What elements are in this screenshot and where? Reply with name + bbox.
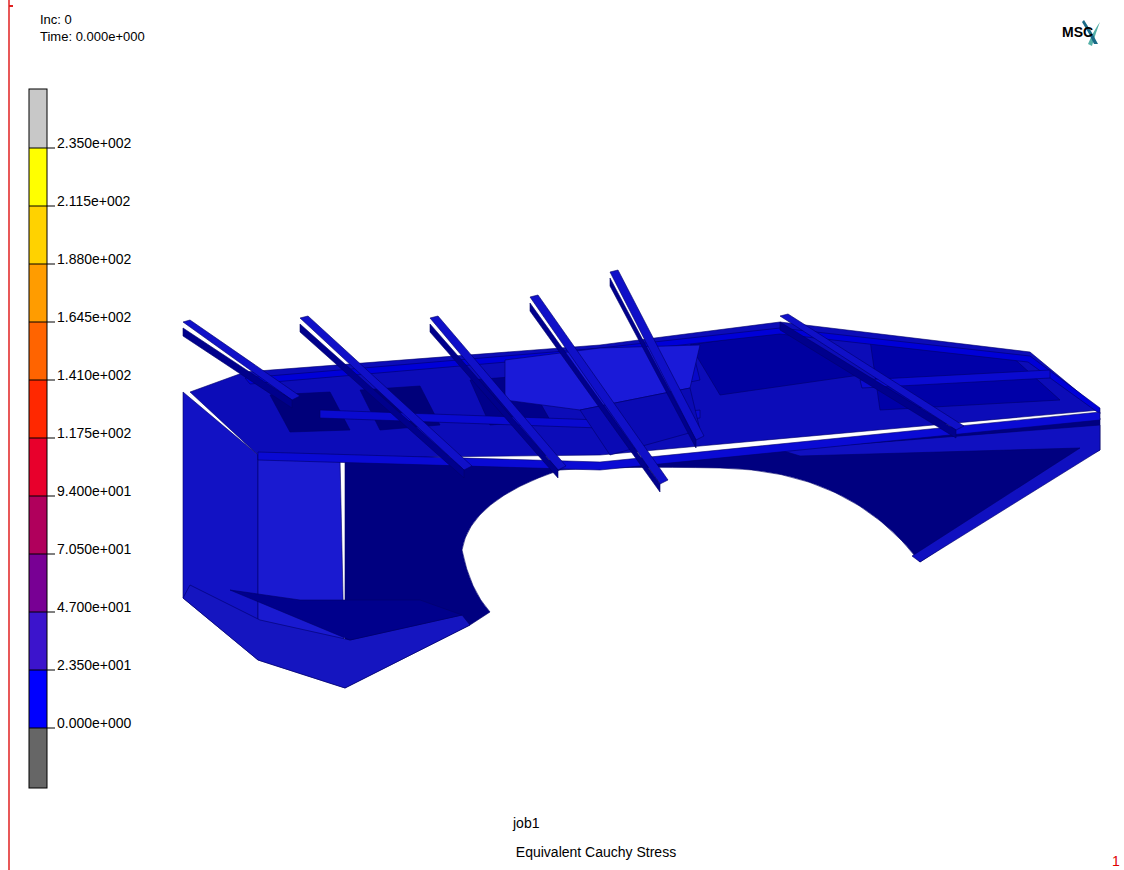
color-band xyxy=(29,264,47,322)
color-band xyxy=(29,148,47,206)
color-band xyxy=(29,554,47,612)
color-band xyxy=(29,206,47,264)
job-name: job1 xyxy=(513,815,539,831)
time-label: Time: 0.000e+000 xyxy=(40,29,145,45)
scale-value: 2.350e+002 xyxy=(57,135,131,151)
increment-label: Inc: 0 xyxy=(40,12,72,28)
scale-value: 1.880e+002 xyxy=(57,251,131,267)
structure-model xyxy=(183,270,1100,688)
scale-value: 2.115e+002 xyxy=(57,193,130,209)
color-band xyxy=(29,322,47,380)
color-band xyxy=(29,612,47,670)
scale-value: 1.645e+002 xyxy=(57,309,131,325)
scale-value: 2.350e+001 xyxy=(57,657,131,673)
view-number: 1 xyxy=(1112,853,1120,869)
color-band xyxy=(29,496,47,554)
scale-value: 0.000e+000 xyxy=(57,715,131,731)
logo-text: MSC xyxy=(1062,24,1093,40)
frame-tick xyxy=(9,5,13,7)
scale-value: 9.400e+001 xyxy=(57,483,131,499)
color-band xyxy=(29,380,47,438)
color-band xyxy=(29,728,47,788)
scale-value: 1.175e+002 xyxy=(57,425,131,441)
transverse-beam xyxy=(183,270,964,492)
plot-caption: Equivalent Cauchy Stress xyxy=(516,844,676,860)
scale-value: 1.410e+002 xyxy=(57,367,131,383)
band-ticks xyxy=(29,148,55,728)
color-band xyxy=(29,89,47,148)
frame-line xyxy=(8,0,10,870)
bottom-plate xyxy=(183,585,470,688)
color-band xyxy=(29,670,47,728)
color-bar xyxy=(29,89,55,788)
color-band xyxy=(29,438,47,496)
scale-value: 7.050e+001 xyxy=(57,541,131,557)
scale-value: 4.700e+001 xyxy=(57,599,131,615)
